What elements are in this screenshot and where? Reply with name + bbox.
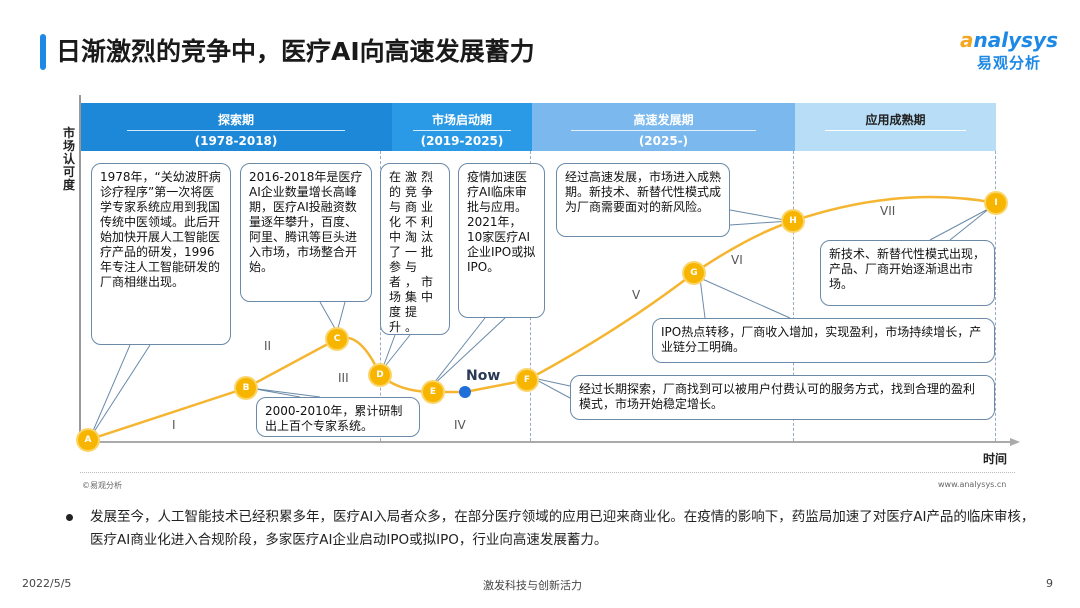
callout-b: 2000-2010年，累计研制出上百个专家系统。 — [256, 397, 420, 437]
stage-label: II — [264, 339, 272, 353]
callout-g: IPO热点转移，厂商收入增加，实现盈利，市场持续增长，产业链分工明确。 — [652, 318, 995, 363]
callout-pointer — [89, 344, 151, 439]
stage-label: VII — [880, 204, 896, 218]
now-label: Now — [466, 368, 501, 384]
footer-date: 2022/5/5 — [22, 577, 72, 590]
website: www.analysys.cn — [938, 480, 1007, 489]
callout-a: 1978年，“关幼波肝病诊疗程序”第一次将医学专家系统应用到我国传统中医领域。此… — [91, 163, 231, 345]
point-e: E — [423, 382, 443, 402]
point-c: C — [327, 329, 347, 349]
callout-c: 2016-2018年是医疗AI企业数量增长高峰期，医疗AI投融资数量逐年攀升，百… — [240, 163, 372, 302]
stage-label: I — [172, 418, 176, 432]
analysys-logo: analysys 易观分析 — [960, 28, 1058, 73]
phase-exploration: 探索期 (1978-2018) — [80, 103, 392, 151]
footer-center: 激发科技与创新活力 — [483, 579, 582, 592]
phase-name: 高速发展期 — [571, 111, 756, 131]
stage-label: V — [632, 288, 641, 302]
phase-years: (2025-) — [638, 134, 689, 148]
point-h: H — [783, 211, 803, 231]
divider — [80, 472, 1015, 473]
page-number: 9 — [1046, 577, 1053, 590]
callout-e: 疫情加速医疗AI临床审批与应用。2021年，10家医疗AI企业IPO或拟IPO。 — [458, 163, 545, 318]
callout-i: 新技术、新替代性模式出现，产品、厂商开始逐渐退出市场。 — [820, 240, 995, 306]
source: ©易观分析 — [82, 481, 122, 490]
divider — [995, 151, 996, 441]
logo-en: nalysys — [973, 28, 1058, 52]
phase-years: (2019-2025) — [420, 134, 504, 148]
summary-bullet: 发展至今，人工智能技术已经积累多年，医疗AI入局者众多，在部分医疗领域的应用已迎… — [60, 506, 1045, 552]
point-d: D — [370, 365, 390, 385]
phase-name: 应用成熟期 — [825, 111, 966, 131]
x-axis-arrow — [1010, 438, 1020, 446]
now-marker — [459, 386, 471, 398]
divider — [793, 151, 794, 441]
logo-cn: 易观分析 — [977, 54, 1042, 72]
callout-d: 在激烈的竞争与商业化不利中淘汰了一批参与者，市场集中度提升。 — [380, 163, 450, 335]
phase-rapid-growth: 高速发展期 (2025-) — [532, 103, 795, 151]
point-b: B — [236, 378, 256, 398]
logo-prefix: a — [960, 28, 974, 52]
point-a: A — [78, 430, 98, 450]
phase-name: 探索期 — [126, 111, 346, 131]
stage-label: VI — [731, 253, 743, 267]
phase-years: (1978-2018) — [194, 134, 278, 148]
point-f: F — [517, 370, 537, 390]
callout-f: 经过长期探索，厂商找到可以被用户付费认可的服务方式，找到合理的盈利模式，市场开始… — [570, 375, 995, 420]
page-title: 日渐激烈的竞争中，医疗AI向高速发展蓄力 — [56, 37, 535, 66]
y-axis-label: 市场认可度 — [63, 126, 76, 192]
point-g: G — [684, 263, 704, 283]
phase-name: 市场启动期 — [413, 111, 511, 131]
stage-label: IV — [454, 418, 466, 432]
phase-maturity: 应用成熟期 — [795, 103, 996, 151]
callout-h: 经过高速发展，市场进入成熟期。新技术、新替代性模式成为厂商需要面对的新风险。 — [556, 163, 730, 237]
point-i: I — [986, 193, 1006, 213]
title-accent-bar — [40, 34, 46, 70]
stage-label: III — [338, 371, 349, 385]
x-axis-label: 时间 — [983, 452, 1008, 466]
phase-market-start: 市场启动期 (2019-2025) — [392, 103, 532, 151]
